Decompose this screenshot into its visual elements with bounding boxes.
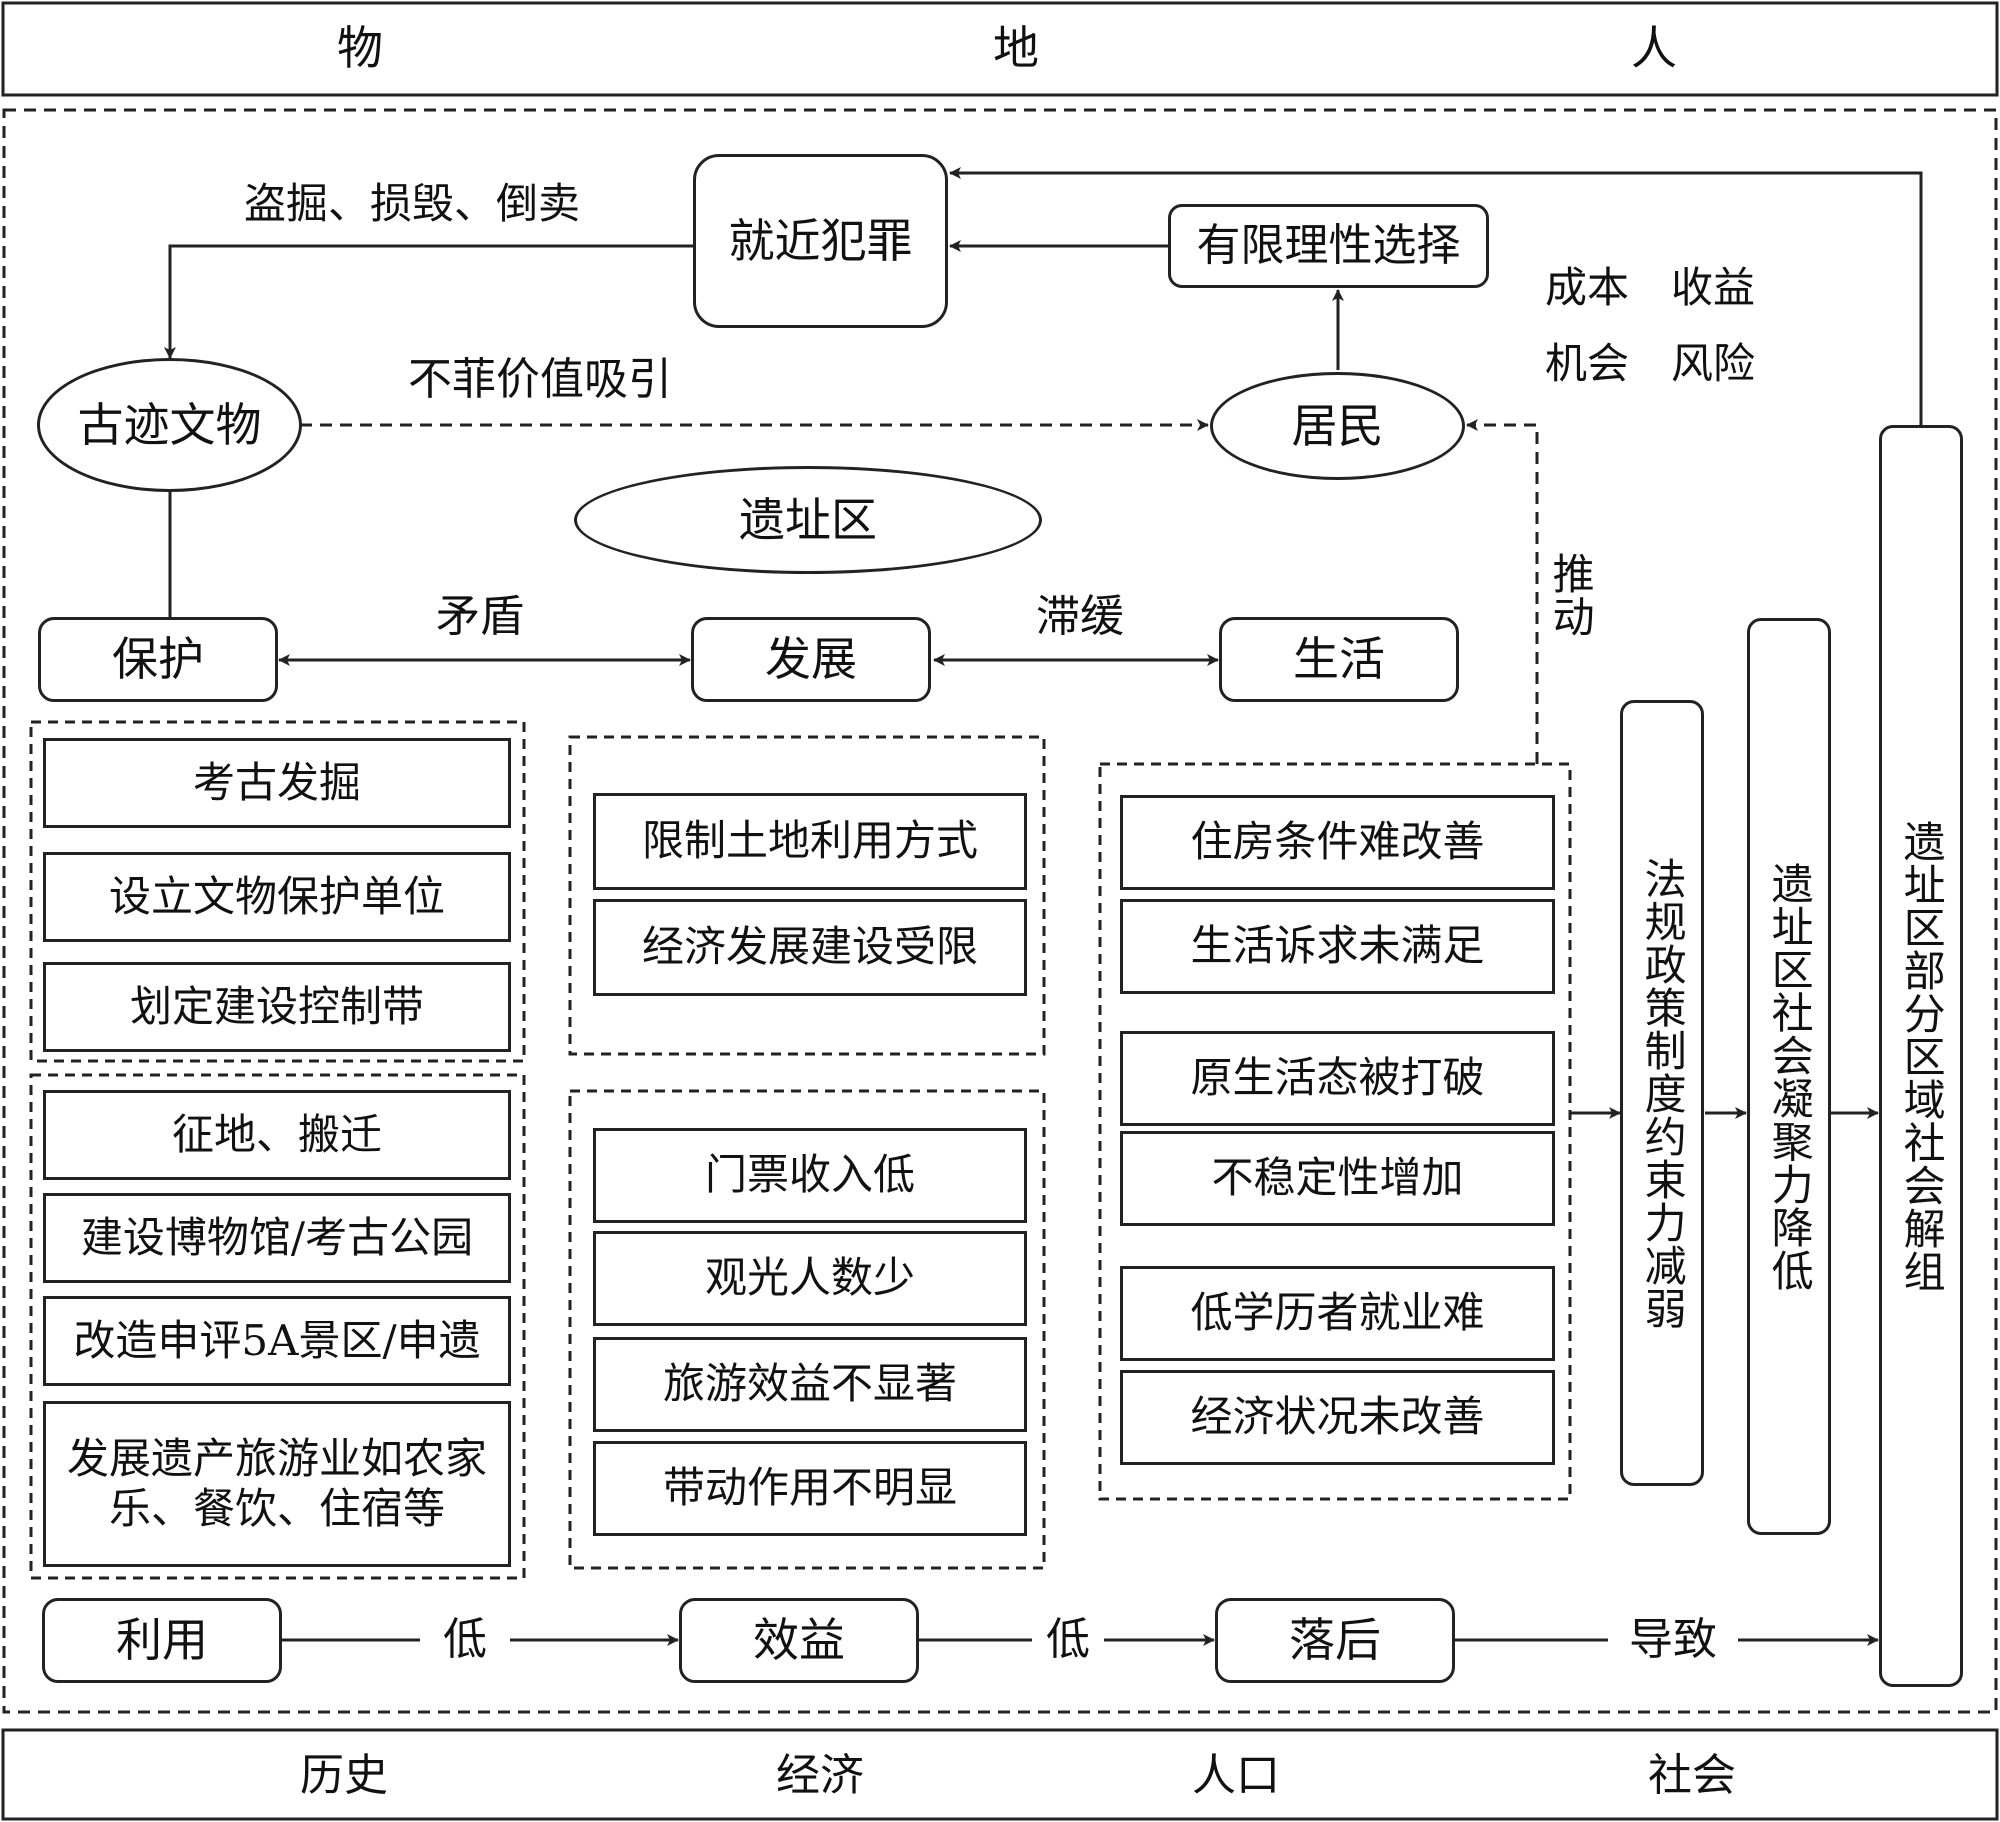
arrow-push-to-residents [1466, 419, 1539, 764]
risk-label: 风险 [1670, 338, 1755, 388]
develop-box [691, 617, 931, 702]
footer-frame [1, 1728, 1999, 1821]
footer-history: 历史 [300, 1749, 388, 1801]
protect-box [38, 617, 278, 702]
stagnation-label: 滞缓 [1036, 590, 1124, 642]
crime-box [693, 154, 948, 328]
cohesion-label: 遗址区社会凝聚力降低 [1765, 861, 1815, 1292]
arrow-crime-to-relics [164, 244, 693, 359]
limit-item: 限制土地利用方式 [593, 793, 1027, 890]
utilization-item: 征地、搬迁 [43, 1090, 511, 1180]
footer-society: 社会 [1648, 1749, 1736, 1801]
crime-action-label: 盗掘、损毁、倒卖 [243, 178, 580, 228]
protection-item: 设立文物保护单位 [43, 852, 511, 942]
attraction-label: 不菲价值吸引 [408, 353, 672, 405]
header-land: 地 [993, 20, 1039, 75]
tourism-item: 带动作用不明显 [593, 1441, 1027, 1536]
life-effect-item: 低学历者就业难 [1120, 1266, 1555, 1361]
header-frame [1, 1, 1999, 97]
push-label: 推动 [1546, 552, 1596, 638]
limits-group-frame [568, 735, 1046, 1056]
contradiction-label: 矛盾 [436, 590, 524, 642]
low-label-1: 低 [443, 1613, 487, 1665]
opportunity-label: 机会 [1544, 338, 1629, 388]
backward-label: 落后 [1289, 1613, 1381, 1668]
benefit-label: 收益 [1670, 262, 1755, 312]
relics-label: 古迹文物 [77, 397, 262, 452]
lead-label: 导致 [1629, 1613, 1717, 1665]
utilization-item: 发展遗产旅游业如农家乐、餐饮、住宿等 [43, 1401, 511, 1567]
header-people: 人 [1631, 20, 1677, 75]
law-weaken-box [1620, 700, 1704, 1486]
residents-label: 居民 [1291, 398, 1384, 453]
utilization-group-frame [29, 1073, 526, 1580]
utilization-item: 建设博物馆/考古公园 [43, 1193, 511, 1283]
site-ellipse [574, 466, 1042, 574]
backward-box [1215, 1598, 1455, 1683]
protection-item: 考古发掘 [43, 738, 511, 828]
protection-item: 划定建设控制带 [43, 962, 511, 1052]
site-label: 遗址区 [739, 492, 877, 547]
residents-ellipse [1210, 372, 1465, 480]
life-effect-item: 不稳定性增加 [1120, 1131, 1555, 1226]
tourism-item: 观光人数少 [593, 1231, 1027, 1326]
use-label: 利用 [116, 1613, 208, 1668]
life-label: 生活 [1293, 632, 1385, 687]
disorganization-label: 遗址区部分区域社会解组 [1897, 819, 1947, 1293]
tourism-item: 旅游效益不显著 [593, 1337, 1027, 1432]
relics-ellipse [37, 358, 302, 492]
main-dashed-frame [2, 108, 1998, 1714]
life-box [1219, 617, 1459, 702]
life-effect-item: 住房条件难改善 [1120, 795, 1555, 890]
protection-group-frame [29, 720, 526, 1063]
utilization-item: 改造申评5A景区/申遗 [43, 1296, 511, 1386]
use-box [42, 1598, 282, 1683]
benefit-label: 效益 [753, 1613, 845, 1668]
limit-item: 经济发展建设受限 [593, 899, 1027, 996]
cost-label: 成本 [1544, 262, 1629, 312]
life-group-frame [1098, 762, 1572, 1501]
rational-choice-box [1168, 204, 1489, 288]
footer-population: 人口 [1192, 1749, 1280, 1801]
disorganization-box [1879, 425, 1963, 1687]
crime-label: 就近犯罪 [728, 213, 913, 268]
develop-label: 发展 [765, 632, 857, 687]
arrow-disorganization-to-crime [949, 167, 1923, 425]
rational-choice-label: 有限理性选择 [1196, 219, 1461, 271]
life-effect-item: 经济状况未改善 [1120, 1370, 1555, 1465]
benefit-box [679, 1598, 919, 1683]
footer-economy: 经济 [776, 1749, 864, 1801]
tourism-item: 门票收入低 [593, 1128, 1027, 1223]
header-material: 物 [337, 20, 383, 75]
low-label-2: 低 [1046, 1613, 1090, 1665]
life-effect-item: 生活诉求未满足 [1120, 899, 1555, 994]
cohesion-box [1747, 618, 1831, 1535]
life-effect-item: 原生活态被打破 [1120, 1031, 1555, 1126]
law-weaken-label: 法规政策制度约束力减弱 [1638, 856, 1688, 1330]
protect-label: 保护 [112, 632, 204, 687]
